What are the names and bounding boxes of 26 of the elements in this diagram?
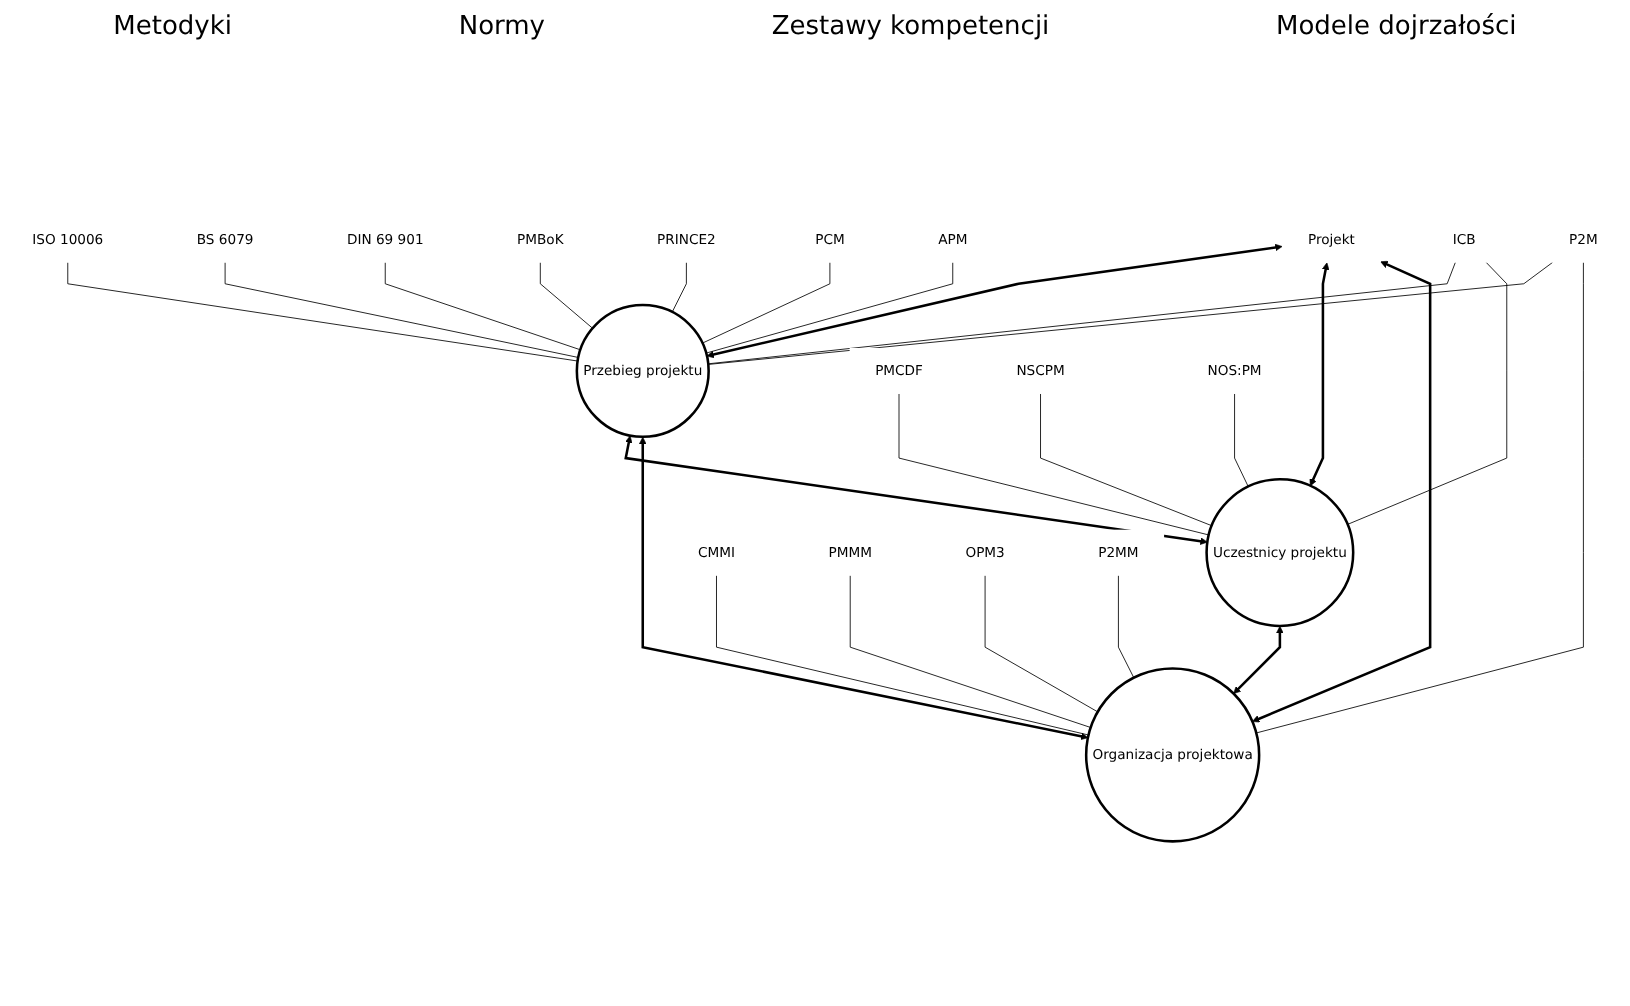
category-heading: Zestawy kompetencji xyxy=(771,11,1050,41)
connector xyxy=(1255,262,1584,734)
connector xyxy=(1347,262,1508,525)
arrow xyxy=(706,243,1283,359)
arrow xyxy=(1309,262,1330,487)
arrow xyxy=(1252,260,1432,723)
connector xyxy=(716,575,1089,736)
connector xyxy=(671,262,687,313)
category-heading: Metodyki xyxy=(113,11,233,41)
connector xyxy=(1040,393,1213,527)
connector xyxy=(1118,575,1135,679)
arrow xyxy=(624,435,1208,545)
connector xyxy=(898,393,1210,536)
connector xyxy=(539,262,593,329)
arrow xyxy=(639,436,1089,740)
connector xyxy=(702,262,831,344)
connector xyxy=(1234,393,1249,487)
connector xyxy=(849,575,1092,728)
category-heading: Normy xyxy=(458,11,545,41)
arrow xyxy=(1233,625,1284,694)
category-heading: Modele dojrzałości xyxy=(1276,11,1517,41)
connector xyxy=(384,262,581,351)
connector xyxy=(67,262,579,362)
connector xyxy=(705,262,954,354)
connector xyxy=(984,575,1099,713)
connector xyxy=(224,262,579,358)
